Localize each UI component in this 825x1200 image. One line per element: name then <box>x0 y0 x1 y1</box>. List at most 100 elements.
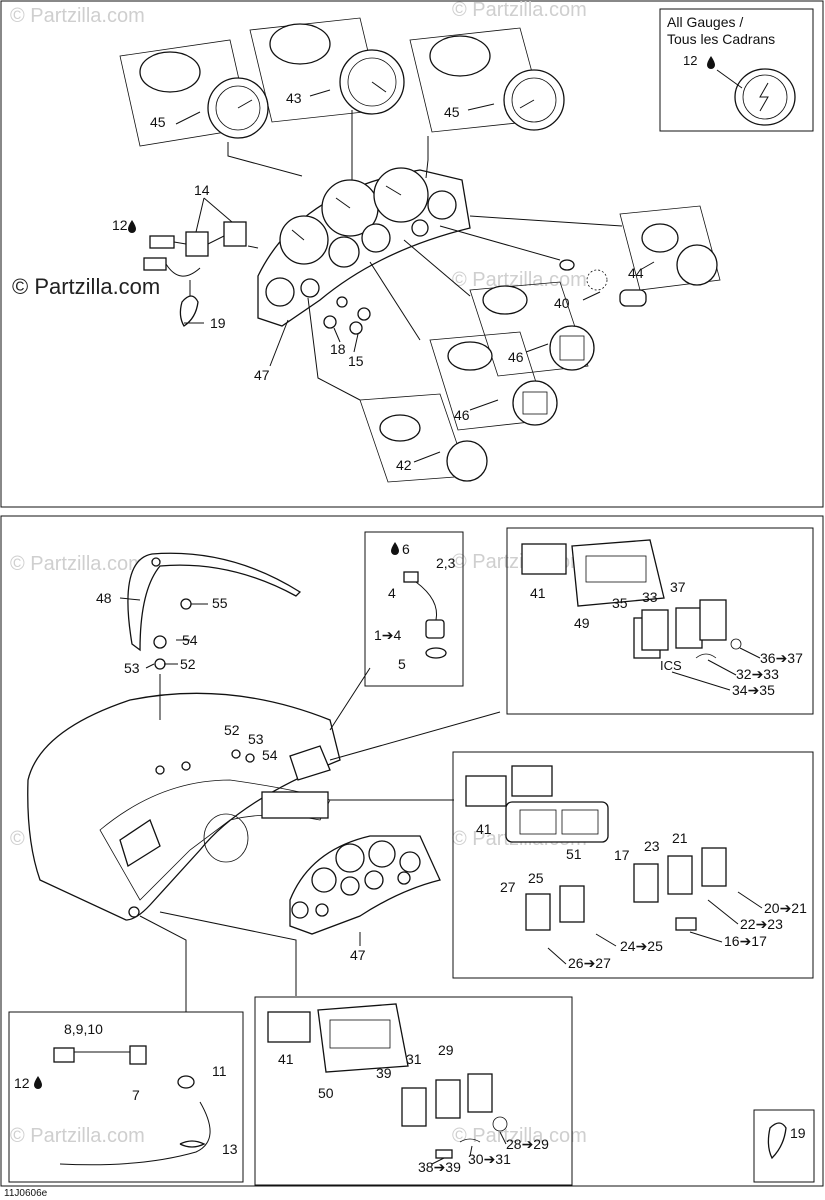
callout-23: 23 <box>644 838 660 854</box>
gauge-assembly-42 <box>359 393 488 483</box>
switch-box-51: 41 51 17 23 21 27 25 20➔21 22➔23 24➔25 1… <box>452 751 814 979</box>
callout-31: 31 <box>406 1051 422 1067</box>
callout-27: 27 <box>500 879 516 895</box>
callout-5: 5 <box>398 656 406 672</box>
callout-41: 41 <box>278 1051 294 1067</box>
note-line-2: Tous les Cadrans <box>667 31 775 47</box>
callout-44: 44 <box>628 265 644 281</box>
callout-52-console: 52 <box>224 722 240 738</box>
callout-8-9-10: 8,9,10 <box>64 1021 103 1037</box>
callout-43: 43 <box>286 90 302 106</box>
callout-21: 21 <box>672 830 688 846</box>
callout-6: 6 <box>402 541 410 557</box>
callout-51: 51 <box>566 846 582 862</box>
callout-19: 19 <box>210 315 226 331</box>
switch-box-50: 41 50 39 31 29 28➔29 30➔31 38➔39 <box>254 996 573 1186</box>
callout-35: 35 <box>612 595 628 611</box>
callout-53-console: 53 <box>248 731 264 747</box>
callout-29: 29 <box>438 1042 454 1058</box>
callout-38-39: 38➔39 <box>418 1159 461 1175</box>
callout-41: 41 <box>476 821 492 837</box>
callout-25: 25 <box>528 870 544 886</box>
brand-watermark: © Partzilla.com <box>12 274 160 299</box>
drop-icon <box>34 1076 42 1089</box>
parts-18-15 <box>323 296 371 335</box>
callout-41: 41 <box>530 585 546 601</box>
windshield-48 <box>119 552 302 670</box>
callout-54-console: 54 <box>262 747 278 763</box>
gauge-assembly-46-upper <box>469 281 595 377</box>
callout-30-31: 30➔31 <box>468 1151 511 1167</box>
diagram-code: 11J0606e <box>4 1188 48 1199</box>
callouts-top: 45 43 45 14 12 19 40 44 46 46 18 15 47 4… <box>112 90 644 473</box>
safety-lanyard-box: 8,9,10 11 12 7 13 <box>8 1011 244 1183</box>
callout-54-top: 54 <box>182 632 198 648</box>
callout-7: 7 <box>132 1087 140 1103</box>
callout-36-37: 36➔37 <box>760 650 803 666</box>
callout-18: 18 <box>330 341 346 357</box>
callout-4: 4 <box>388 585 396 601</box>
all-gauges-note-box: All Gauges / Tous les Cadrans 12 <box>659 8 814 132</box>
callout-26-27: 26➔27 <box>568 955 611 971</box>
drop-icon <box>707 56 715 69</box>
callout-22-23: 22➔23 <box>740 916 783 932</box>
callout-15: 15 <box>348 353 364 369</box>
watermark-text: © Partzilla.com <box>452 269 587 291</box>
gauge-assembly-45-left <box>119 39 269 147</box>
callout-40: 40 <box>554 295 570 311</box>
drop-icon <box>391 542 399 555</box>
callout-34-35: 34➔35 <box>732 682 775 698</box>
callout-39: 39 <box>376 1065 392 1081</box>
bottom-panel-frame <box>0 515 824 1187</box>
callout-20-21: 20➔21 <box>764 900 807 916</box>
callout-50: 50 <box>318 1085 334 1101</box>
gauge-assembly-43 <box>249 17 405 123</box>
callout-49: 49 <box>574 615 590 631</box>
gauge-assembly-46-lower <box>429 331 558 431</box>
gauge-assembly-44 <box>619 205 721 291</box>
sensor-box: 6 2,3 4 1➔4 5 <box>364 531 464 687</box>
callout-24-25: 24➔25 <box>620 938 663 954</box>
callout-14: 14 <box>194 182 210 198</box>
watermarks: © Partzilla.com © Partzilla.com © Partzi… <box>10 0 587 1147</box>
watermark-text: © Partzilla.com <box>10 1125 145 1147</box>
gauge-assembly-45-right <box>409 27 565 133</box>
callout-33: 33 <box>642 589 658 605</box>
callout-46-upper: 46 <box>508 349 524 365</box>
part-40 <box>559 259 647 307</box>
callout-42: 42 <box>396 457 412 473</box>
note-line-1: All Gauges / <box>667 14 743 30</box>
harness-14 <box>143 197 247 277</box>
note-callout: 12 <box>683 53 697 68</box>
tie-wrap-19 <box>179 280 199 327</box>
callout-13: 13 <box>222 1141 238 1157</box>
callout-47-bottom: 47 <box>350 947 366 963</box>
switch-box-49: 41 49 35 33 37 36➔37 32➔33 34➔35 ICS <box>506 527 814 715</box>
drop-icon <box>128 220 136 233</box>
top-panel-frame <box>0 0 824 508</box>
gauge-cluster-47-bottom <box>289 835 441 935</box>
callout-28-29: 28➔29 <box>506 1136 549 1152</box>
watermark-text: © Partzilla.com <box>452 0 587 21</box>
callout-37: 37 <box>670 579 686 595</box>
watermark-text: © Partzilla.com <box>452 1125 587 1147</box>
callout-55: 55 <box>212 595 228 611</box>
ics-label: ICS <box>660 658 682 673</box>
callout-12: 12 <box>112 217 128 233</box>
watermark-text: © Partzilla.com <box>10 5 145 27</box>
callout-45-right: 45 <box>444 104 460 120</box>
callout-17: 17 <box>614 847 630 863</box>
callout-2-3: 2,3 <box>436 555 456 571</box>
leader-lines-bottom <box>139 667 501 1012</box>
callout-47: 47 <box>254 367 270 383</box>
callout-46-lower: 46 <box>454 407 470 423</box>
watermark-text: © Partzilla.com <box>10 553 145 575</box>
callout-1-4: 1➔4 <box>374 627 402 643</box>
callout-45-left: 45 <box>150 114 166 130</box>
callout-16-17: 16➔17 <box>724 933 767 949</box>
callout-11: 11 <box>212 1063 227 1079</box>
callout-48: 48 <box>96 590 112 606</box>
callout-12: 12 <box>14 1075 30 1091</box>
callout-53-top: 53 <box>124 660 140 676</box>
